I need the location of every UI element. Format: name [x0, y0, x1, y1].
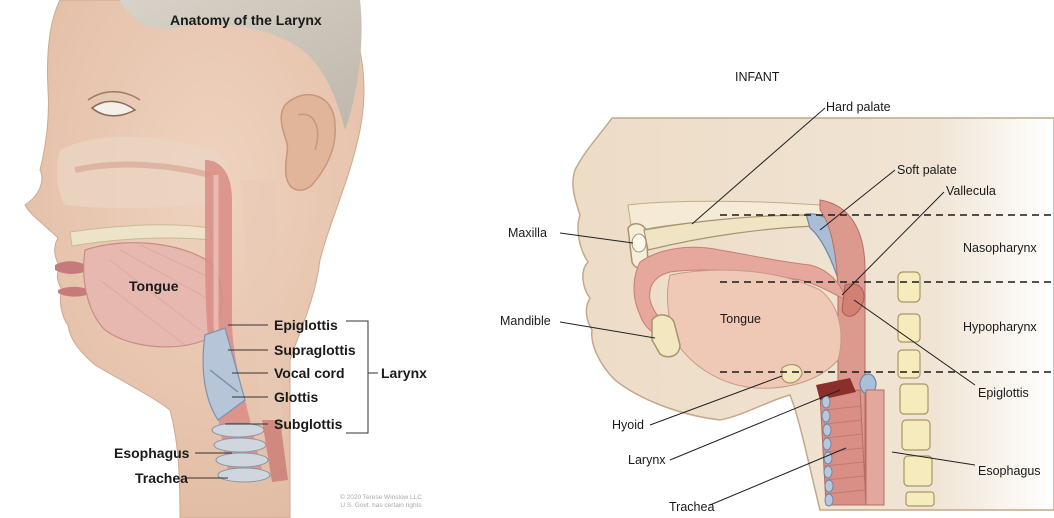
label-esophagus: Esophagus	[114, 445, 189, 461]
label-tongue-infant: Tongue	[720, 312, 761, 326]
label-trachea-infant: Trachea	[669, 500, 714, 514]
adult-head-drawing	[0, 0, 520, 518]
label-nasopharynx: Nasopharynx	[963, 241, 1037, 255]
label-hyoid: Hyoid	[612, 418, 644, 432]
label-supraglottis: Supraglottis	[274, 342, 356, 358]
label-hard-palate: Hard palate	[826, 100, 891, 114]
credit-line-2: U.S. Govt. has certain rights	[340, 502, 422, 510]
label-trachea: Trachea	[135, 470, 188, 486]
label-esophagus-infant: Esophagus	[978, 464, 1041, 478]
label-glottis: Glottis	[274, 389, 318, 405]
label-vocal-cord: Vocal cord	[274, 365, 345, 381]
infant-title: INFANT	[735, 70, 779, 84]
label-larynx: Larynx	[381, 365, 427, 381]
credit-line-1: © 2020 Terese Winslow LLC	[340, 494, 422, 502]
label-larynx-infant: Larynx	[628, 453, 666, 467]
label-mandible: Mandible	[500, 314, 551, 328]
copyright-credit: © 2020 Terese Winslow LLC U.S. Govt. has…	[340, 494, 422, 510]
label-vallecula: Vallecula	[946, 184, 996, 198]
label-hypopharynx: Hypopharynx	[963, 320, 1037, 334]
label-epiglottis: Epiglottis	[274, 317, 338, 333]
left-title: Anatomy of the Larynx	[170, 12, 322, 28]
esophagus-tube-infant	[866, 390, 884, 505]
infant-head-drawing	[520, 0, 1054, 518]
label-subglottis: Subglottis	[274, 416, 342, 432]
infant-airway-illustration: INFANT Hard palate Soft palate Vallecula…	[520, 0, 1054, 518]
label-soft-palate: Soft palate	[897, 163, 957, 177]
adult-larynx-illustration: Anatomy of the Larynx Tongue Epiglottis …	[0, 0, 520, 518]
label-maxilla: Maxilla	[508, 226, 547, 240]
label-epiglottis-infant: Epiglottis	[978, 386, 1029, 400]
label-tongue: Tongue	[129, 278, 179, 294]
